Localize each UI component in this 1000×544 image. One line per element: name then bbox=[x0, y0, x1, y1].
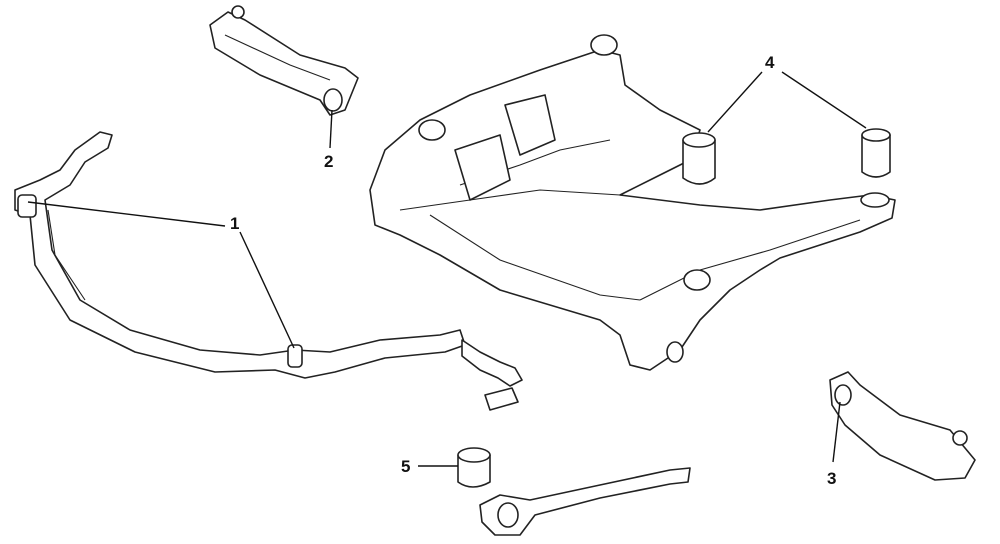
leader-lines bbox=[27, 71, 867, 467]
callout-4: 4 bbox=[765, 53, 775, 72]
callout-1: 1 bbox=[230, 214, 239, 233]
lower-link-arm bbox=[829, 371, 976, 481]
callout-2: 2 bbox=[324, 152, 333, 171]
callout-3: 3 bbox=[827, 469, 836, 488]
compression-rod bbox=[479, 467, 691, 536]
upper-link-arm bbox=[209, 5, 359, 116]
member-bushings bbox=[682, 128, 891, 208]
stabilizer-bar bbox=[14, 131, 466, 379]
stabilizer-link bbox=[461, 339, 523, 411]
compression-rod-bushing bbox=[457, 447, 491, 488]
callout-5: 5 bbox=[401, 457, 410, 476]
front-suspension-member bbox=[369, 34, 896, 371]
